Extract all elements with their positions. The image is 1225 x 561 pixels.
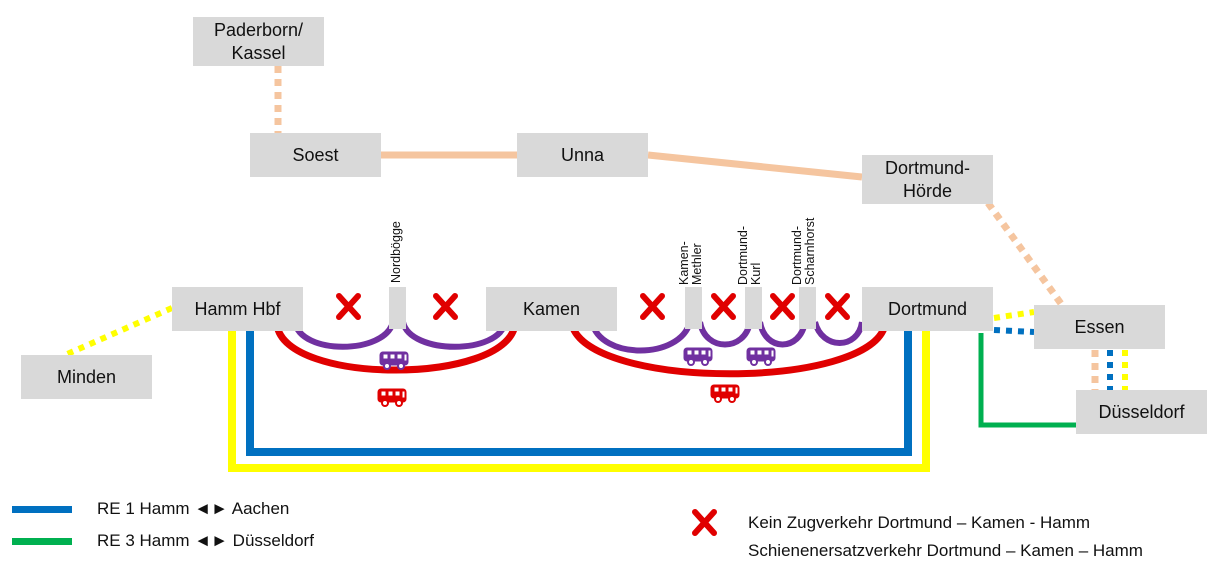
station-soest: Soest [250, 133, 381, 177]
yellow-dotted-connections [63, 305, 1128, 390]
station-paderborn-kassel: Paderborn/ Kassel [193, 17, 324, 66]
legend-re1-swatch [12, 506, 72, 513]
bus-icon [710, 384, 740, 403]
red-x-icon [711, 293, 736, 320]
re3-line [978, 333, 1076, 428]
legend-re3-text: RE 3 Hamm ◄► Düsseldorf [97, 531, 314, 550]
stop-label-kamen-methler: Kamen- Methler [677, 241, 704, 285]
yellow-line [228, 330, 930, 472]
station-hamm-hbf: Hamm Hbf [172, 287, 303, 331]
stop-label-dortmund-scharnhorst: Dortmund- Scharnhorst [790, 217, 817, 285]
stop-label-nordboegge: Nordbögge [389, 221, 403, 283]
red-x-icon [433, 293, 458, 320]
legend-re3-swatch [12, 538, 72, 545]
bus-icon [683, 347, 713, 366]
red-bus-icons [377, 384, 740, 407]
station-kamen: Kamen [486, 287, 617, 331]
stop-label-dortmund-kurl: Dortmund- Kurl [736, 225, 763, 285]
re1-line [246, 330, 912, 456]
station-essen: Essen [1034, 305, 1165, 349]
red-x-icon [336, 293, 361, 320]
red-replacement-arcs [273, 323, 889, 378]
bus-icon [746, 347, 776, 366]
no-train-icons [336, 293, 850, 320]
orange-connections [274, 66, 1099, 390]
station-duesseldorf: Düsseldorf [1076, 390, 1207, 434]
station-minden: Minden [21, 355, 152, 399]
red-x-icon [825, 293, 850, 320]
station-dortmund: Dortmund [862, 287, 993, 331]
legend-red-x-icon [692, 509, 717, 536]
station-unna: Unna [517, 133, 648, 177]
legend-no-train-text: Kein Zugverkehr Dortmund – Kamen - Hamm [748, 513, 1091, 532]
station-dortmund-hoerde: Dortmund- Hörde [862, 155, 993, 204]
bus-icon [377, 388, 407, 407]
bus-icon [379, 351, 409, 370]
red-x-icon [640, 293, 665, 320]
legend-replacement-text: Schienenersatzverkehr Dortmund – Kamen –… [748, 541, 1143, 560]
red-x-icon [770, 293, 795, 320]
purple-local-arcs [292, 320, 865, 354]
small-stop-posts [389, 287, 816, 329]
legend-re1-text: RE 1 Hamm ◄► Aachen [97, 499, 290, 518]
